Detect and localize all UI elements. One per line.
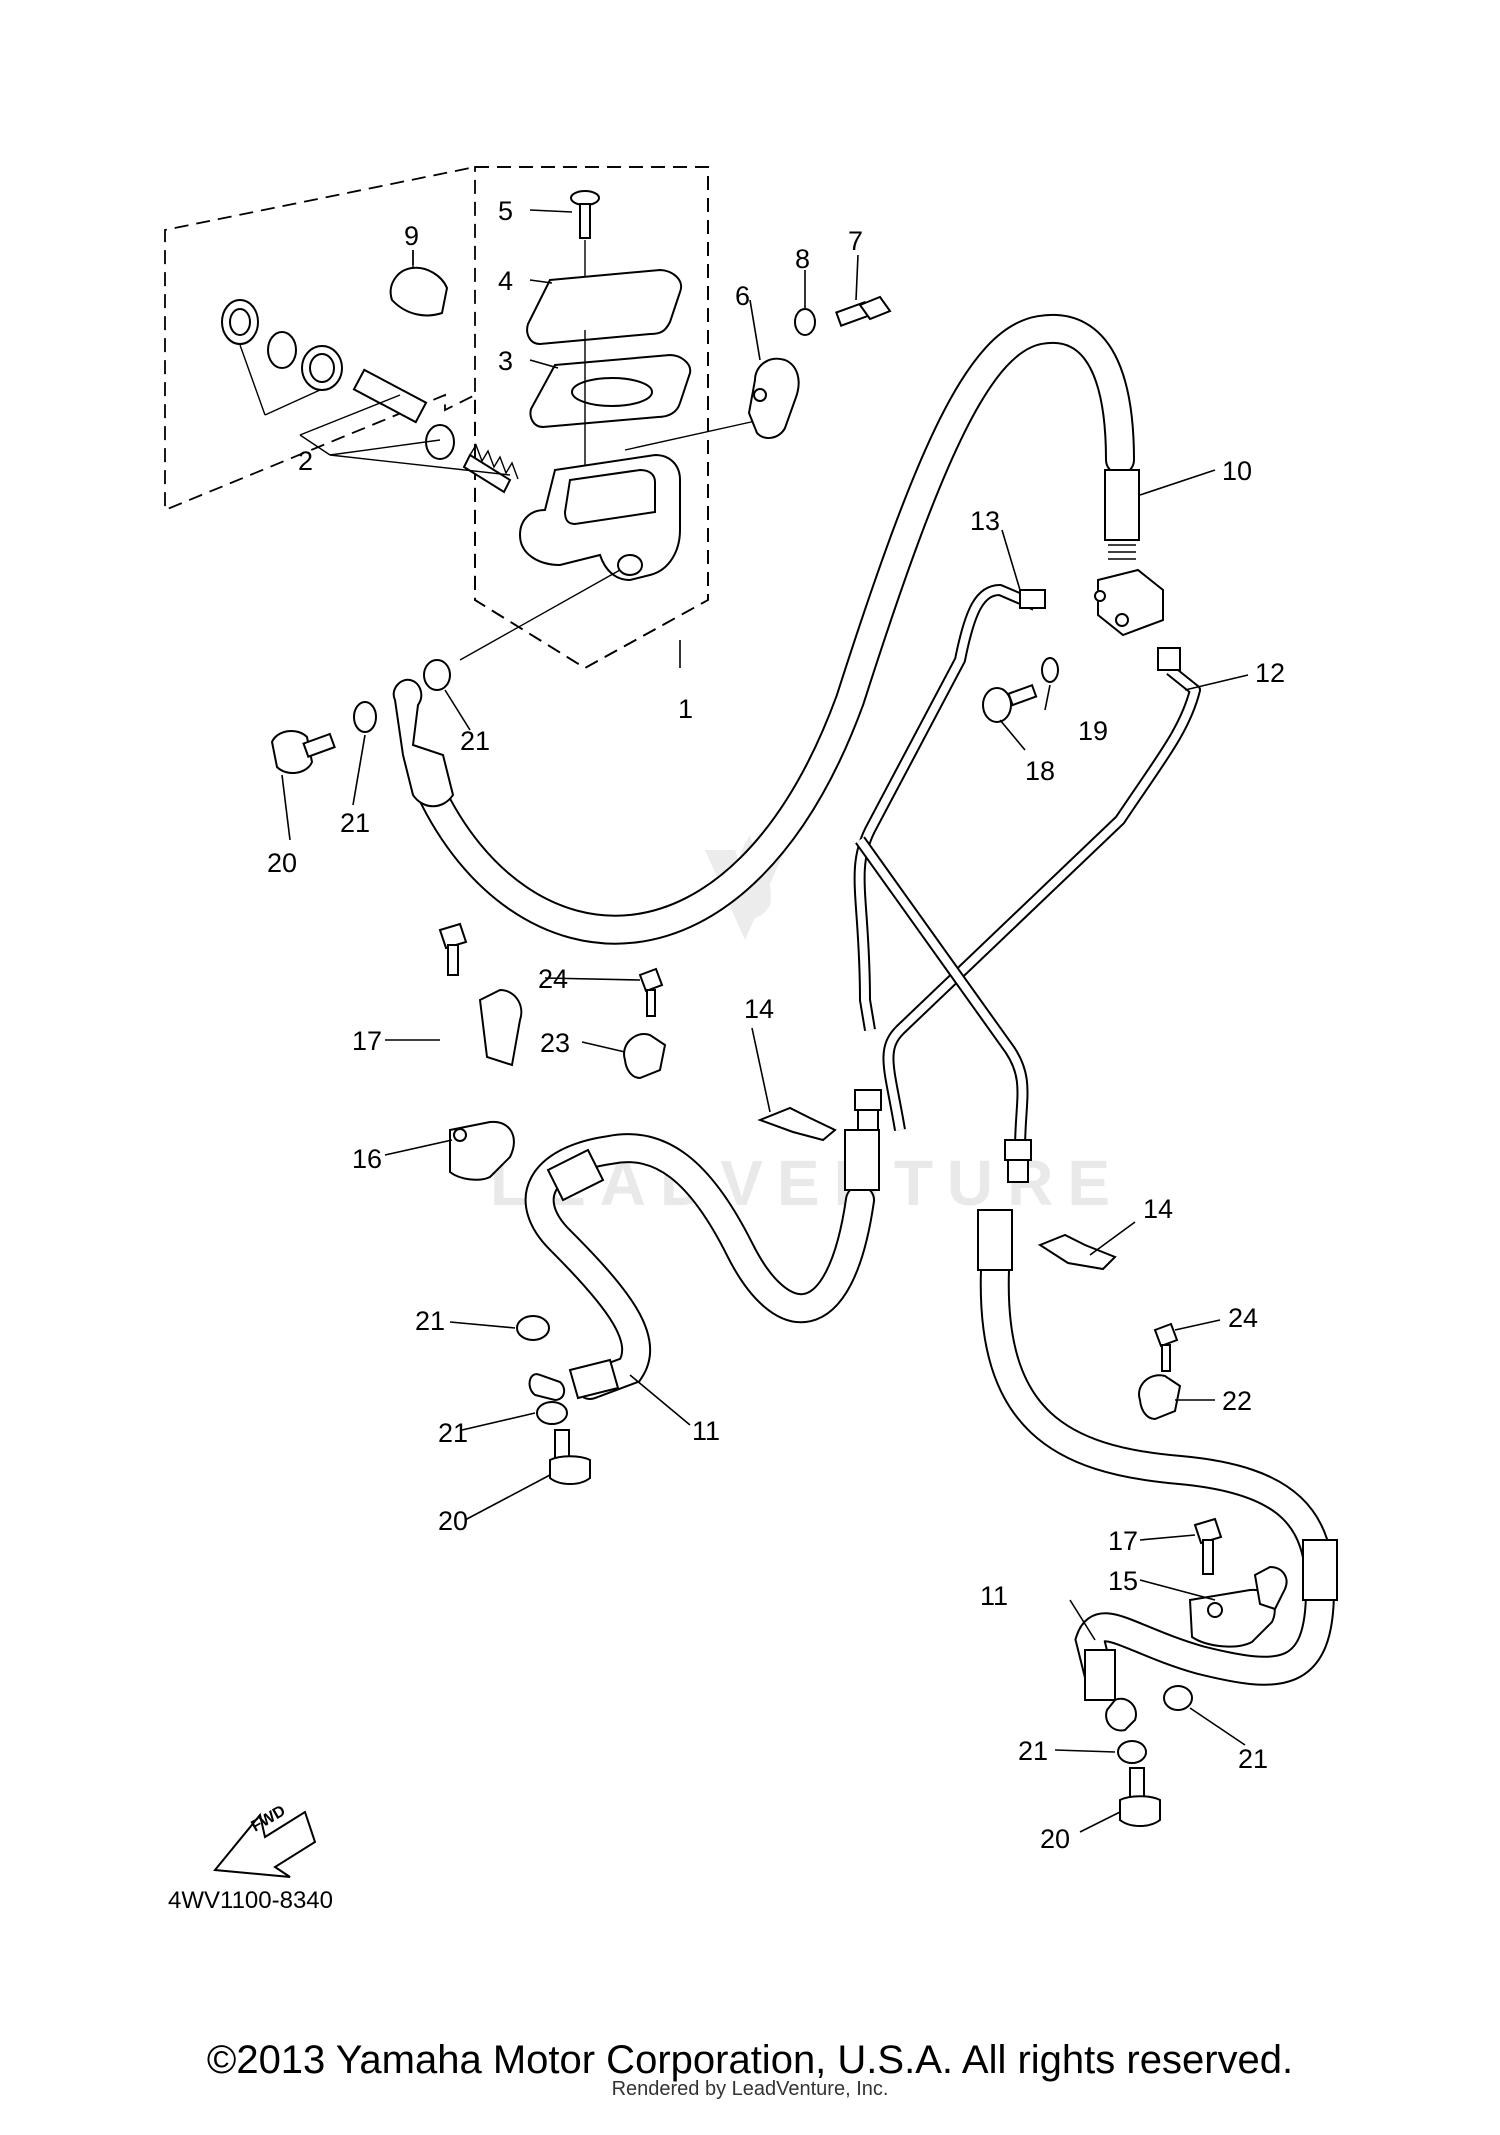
callout-24-b: 24 [1228, 1303, 1258, 1333]
callout-21-c: 21 [415, 1306, 445, 1336]
callout-21-a: 21 [460, 726, 490, 756]
clip-part-14-a [757, 1106, 837, 1142]
callout-4: 4 [498, 266, 513, 296]
brake-hose-part-11-right [977, 1209, 1338, 1732]
callout-20-a: 20 [267, 848, 297, 878]
holder-part-6 [747, 357, 800, 440]
callout-24-a: 24 [538, 964, 568, 994]
callout-11-a: 11 [692, 1416, 720, 1446]
diaphragm-part-3 [529, 330, 692, 470]
callout-7: 7 [848, 226, 863, 256]
callout-2: 2 [298, 446, 313, 476]
boot-part-9 [389, 250, 449, 317]
callout-17-b: 17 [1108, 1526, 1138, 1556]
callout-20-b: 20 [438, 1506, 468, 1536]
callout-8: 8 [795, 244, 810, 274]
callout-11-b: 11 [980, 1581, 1008, 1611]
washer-part-21-d [536, 1401, 568, 1425]
callout-19: 19 [1078, 716, 1108, 746]
callout-20-c: 20 [1040, 1824, 1070, 1854]
bolt-part-17-a [438, 922, 468, 976]
callout-13: 13 [970, 506, 1000, 536]
master-cylinder-body [518, 419, 761, 582]
rendered-by-notice: Rendered by LeadVenture, Inc. [611, 2078, 889, 2100]
bolt-part-17-b [1193, 1517, 1223, 1575]
washer-part-8 [794, 308, 816, 336]
piston-assembly-part-2 [221, 299, 519, 494]
callout-12: 12 [1255, 658, 1285, 688]
callout-21-f: 21 [1018, 1736, 1048, 1766]
bolt-part-20-c [1119, 1767, 1161, 1827]
diagram-code: 4WV1100-8340 [168, 1887, 333, 1914]
callout-1: 1 [678, 694, 693, 724]
callout-14-b: 14 [1143, 1194, 1173, 1224]
callout-9: 9 [404, 221, 419, 251]
washer-part-21-a [423, 659, 451, 691]
brake-pipe-part-12 [855, 647, 1201, 1183]
joint-block [1094, 568, 1164, 637]
bolt-part-24-a [638, 967, 664, 1017]
callout-3: 3 [498, 346, 513, 376]
master-cylinder-kit-box [164, 166, 709, 670]
callout-17-a: 17 [352, 1026, 382, 1056]
clip-part-14-b [1037, 1233, 1117, 1271]
bracket-part-15 [1188, 1565, 1288, 1648]
callout-5: 5 [498, 196, 513, 226]
reservoir-cap-part-4 [526, 268, 683, 346]
leader-lines [281, 209, 1249, 1833]
bolt-part-20-b [549, 1429, 591, 1485]
fwd-arrow-icon: FWD [213, 1803, 317, 1878]
bolt-part-18 [982, 683, 1038, 723]
screw-part-5 [570, 190, 600, 280]
callout-18: 18 [1025, 756, 1055, 786]
washer-part-21-b [353, 701, 377, 733]
washer-part-19 [1041, 657, 1059, 683]
callout-10: 10 [1222, 456, 1252, 486]
washer-part-21-c [516, 1315, 550, 1341]
callout-6: 6 [735, 281, 750, 311]
callout-23: 23 [540, 1028, 570, 1058]
washer-part-21-e [1163, 1685, 1193, 1711]
washer-part-21-f [1117, 1740, 1147, 1764]
clamp-part-23 [623, 1033, 667, 1080]
bolt-part-7 [835, 295, 892, 327]
callout-22: 22 [1222, 1386, 1252, 1416]
bolt-part-24-b [1153, 1322, 1179, 1372]
bracket-part-16 [449, 988, 523, 1181]
callout-21-d: 21 [438, 1418, 468, 1448]
copyright-notice: ©2013 Yamaha Motor Corporation, U.S.A. A… [206, 2038, 1294, 2082]
callout-15: 15 [1108, 1566, 1138, 1596]
callout-21-e: 21 [1238, 1744, 1268, 1774]
part-callouts: 5 4 3 6 8 7 9 2 1 10 13 12 19 18 21 21 2… [267, 196, 1285, 1854]
brake-hose-part-10 [392, 313, 1140, 945]
callout-16: 16 [352, 1144, 382, 1174]
callout-21-b: 21 [340, 808, 370, 838]
callout-14-a: 14 [744, 994, 774, 1024]
brake-hose-part-11-left [524, 1129, 880, 1402]
clamp-part-22 [1138, 1374, 1182, 1421]
brake-pipe-part-13 [853, 584, 1046, 1133]
reservoir-kit-box [474, 166, 709, 670]
bolt-part-20-a [270, 730, 336, 774]
